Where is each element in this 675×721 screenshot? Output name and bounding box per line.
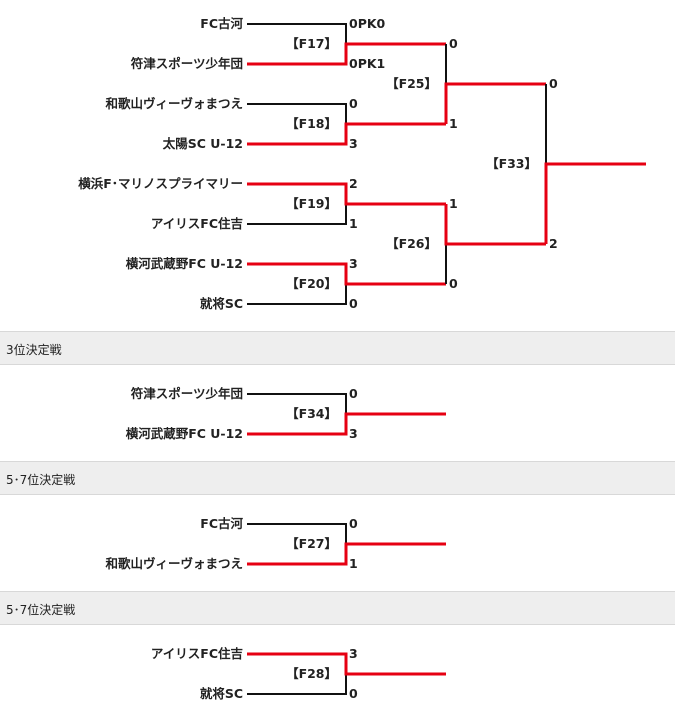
- match-f18: 和歌山ヴィーヴォまつえ 太陽SC U-12 0 3 【F18】: [104, 96, 446, 151]
- score: 3: [349, 256, 358, 271]
- match-f33-final: 0 2 【F33】: [486, 76, 646, 251]
- match-id: 【F25】: [386, 76, 437, 91]
- score: 3: [349, 426, 358, 441]
- match-f25: 0 1 【F25】: [386, 36, 546, 131]
- section-header-third-place: 3位決定戦: [0, 331, 675, 365]
- team-name: 就将SC: [200, 686, 243, 701]
- bracket-line-winner: [247, 122, 446, 146]
- bracket-line-loser: [247, 23, 347, 44]
- match-id: 【F18】: [286, 116, 337, 131]
- team-name: アイリスFC住吉: [151, 216, 243, 231]
- match-f26: 1 0 【F26】: [386, 196, 546, 291]
- score: 0: [449, 276, 458, 291]
- score: 0: [349, 386, 358, 401]
- section-title: 3位決定戦: [6, 343, 62, 357]
- section-header-fifth-seventh-2: 5･7位決定戦: [0, 591, 675, 625]
- score: 0PK1: [349, 56, 385, 71]
- score: 2: [349, 176, 358, 191]
- bracket-line-loser: [247, 393, 347, 414]
- team-name: 横河武蔵野FC U-12: [126, 426, 243, 441]
- bracket-line-loser: [247, 103, 347, 124]
- bracket-line-winner: [444, 82, 546, 124]
- score: 1: [349, 216, 358, 231]
- match-f20: 横河武蔵野FC U-12 就将SC 3 0 【F20】: [126, 256, 446, 311]
- match-id: 【F19】: [286, 196, 337, 211]
- score: 1: [449, 116, 458, 131]
- section-title: 5･7位決定戦: [6, 473, 76, 487]
- bracket-line-winner: [247, 262, 446, 286]
- score: 1: [449, 196, 458, 211]
- match-f28: アイリスFC住吉 就将SC 3 0 【F28】: [151, 646, 446, 701]
- team-name: FC古河: [200, 16, 243, 31]
- team-name: 和歌山ヴィーヴォまつえ: [104, 556, 243, 571]
- section-title: 5･7位決定戦: [6, 603, 76, 617]
- match-f27: FC古河 和歌山ヴィーヴォまつえ 0 1 【F27】: [104, 516, 446, 571]
- team-name: 太陽SC U-12: [163, 136, 243, 151]
- score: 0: [349, 516, 358, 531]
- score: 0: [449, 36, 458, 51]
- team-name: 横浜F･マリノスプライマリー: [78, 176, 243, 191]
- score: 0: [349, 296, 358, 311]
- bracket-line-loser: [247, 674, 347, 695]
- team-name: 符津スポーツ少年団: [131, 56, 243, 71]
- bracket-line-loser: [247, 204, 347, 225]
- match-id: 【F27】: [286, 536, 337, 551]
- match-id: 【F17】: [286, 36, 337, 51]
- score: 0: [349, 96, 358, 111]
- score: 3: [349, 136, 358, 151]
- score: 2: [549, 236, 558, 251]
- team-name: 和歌山ヴィーヴォまつえ: [104, 96, 243, 111]
- team-name: 就将SC: [200, 296, 243, 311]
- team-name: 横河武蔵野FC U-12: [126, 256, 243, 271]
- team-name: FC古河: [200, 516, 243, 531]
- match-f17: FC古河 符津スポーツ少年団 0PK0 0PK1 【F17】: [131, 16, 446, 71]
- score: 3: [349, 646, 358, 661]
- score: 0: [349, 686, 358, 701]
- match-id: 【F34】: [286, 406, 337, 421]
- bracket-line-winner: [247, 652, 446, 676]
- bracket-line-winner: [247, 182, 446, 206]
- bracket-line-winner: [247, 412, 446, 436]
- match-id: 【F26】: [386, 236, 437, 251]
- match-id: 【F20】: [286, 276, 337, 291]
- bracket-line-loser: [247, 523, 347, 544]
- score: 1: [349, 556, 358, 571]
- team-name: アイリスFC住吉: [151, 646, 243, 661]
- bracket-line-winner: [247, 42, 446, 66]
- section-header-fifth-seventh-1: 5･7位決定戦: [0, 461, 675, 495]
- match-f19: 横浜F･マリノスプライマリー アイリスFC住吉 2 1 【F19】: [78, 176, 446, 231]
- match-f34-third-place: 符津スポーツ少年団 横河武蔵野FC U-12 0 3 【F34】: [126, 386, 446, 441]
- bracket-line-loser: [247, 284, 347, 305]
- bracket-line-winner: [444, 204, 546, 246]
- match-id: 【F28】: [286, 666, 337, 681]
- bracket-line-winner: [247, 542, 446, 566]
- score: 0: [549, 76, 558, 91]
- score: 0PK0: [349, 16, 386, 31]
- team-name: 符津スポーツ少年団: [131, 386, 243, 401]
- match-id: 【F33】: [486, 156, 537, 171]
- bracket-line-winner: [544, 162, 646, 244]
